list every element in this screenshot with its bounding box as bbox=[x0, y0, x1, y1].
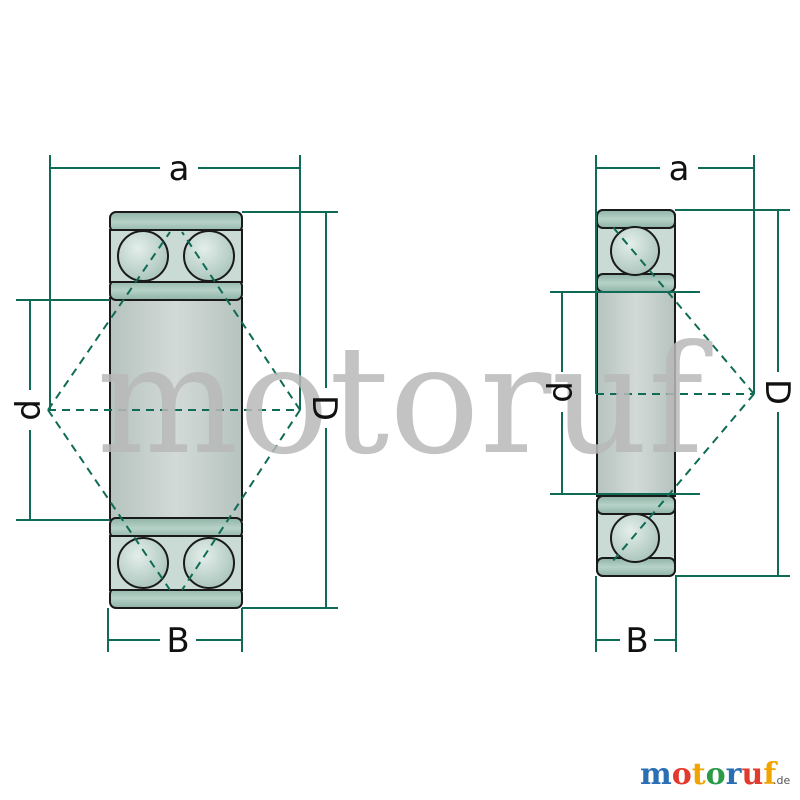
logo-letter: r bbox=[726, 757, 743, 792]
left-contact-lines bbox=[47, 231, 301, 591]
double-row-bearing bbox=[109, 211, 243, 609]
logo-letter: t bbox=[692, 757, 706, 792]
ball-bottom-right bbox=[183, 537, 235, 589]
right-label-D: D bbox=[757, 379, 797, 405]
ball-bottom-left bbox=[117, 537, 169, 589]
right-label-d: d bbox=[541, 381, 581, 403]
ball-top-left bbox=[117, 230, 169, 282]
logo-suffix: .de bbox=[773, 774, 790, 787]
right-contact-lines bbox=[596, 225, 755, 563]
motoruf-logo: motoruf .de bbox=[640, 757, 790, 792]
svg-text:motoruf: motoruf bbox=[640, 757, 778, 792]
left-label-d: d bbox=[9, 399, 49, 421]
left-label-B: B bbox=[166, 621, 189, 661]
left-label-D: D bbox=[304, 395, 344, 421]
top-inner-ring-right bbox=[596, 273, 676, 293]
right-label-B: B bbox=[625, 621, 648, 661]
right-dimension-lines bbox=[550, 155, 790, 652]
right-label-a: a bbox=[669, 149, 690, 189]
logo-letter: m bbox=[640, 757, 672, 792]
logo-letter: o bbox=[706, 757, 726, 792]
left-label-a: a bbox=[169, 149, 190, 189]
logo-letter: f bbox=[763, 757, 778, 792]
bottom-inner-ring-right bbox=[596, 495, 676, 515]
logo-letter: u bbox=[741, 757, 763, 792]
top-outer-ring-right bbox=[596, 209, 676, 229]
ball-top-single bbox=[610, 226, 660, 276]
watermark-text: motoruf bbox=[97, 314, 713, 488]
logo-letter: o bbox=[672, 757, 692, 792]
left-dimension-lines bbox=[16, 155, 338, 652]
ball-top-right bbox=[183, 230, 235, 282]
